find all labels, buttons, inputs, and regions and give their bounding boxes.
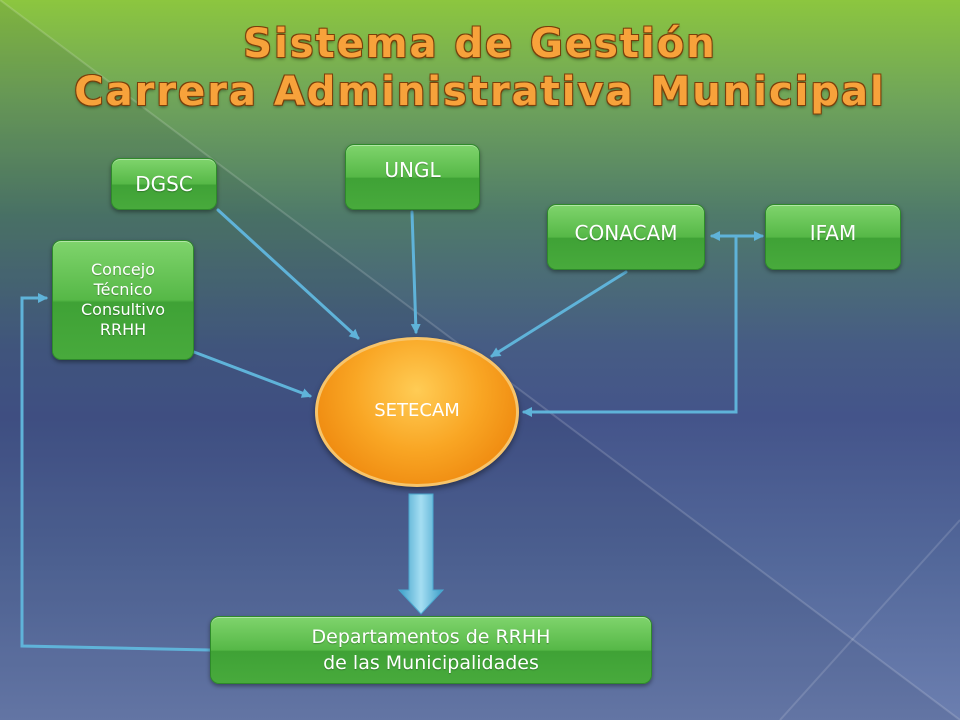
arrow-ifam-setecam [522, 236, 738, 417]
arrow-conacam-setecam [490, 270, 628, 358]
arrow-setecam-departamentos [397, 493, 445, 615]
node-concejo-line-3: Consultivo [81, 300, 165, 319]
node-conacam-label: CONACAM [574, 221, 678, 245]
node-setecam: SETECAM [315, 337, 519, 487]
node-dgsc-label: DGSC [135, 172, 193, 196]
node-concejo-line-2: Técnico [93, 280, 153, 299]
slide-title: Sistema de Gestión Carrera Administrativ… [0, 20, 960, 116]
node-ungl-label: UNGL [384, 158, 441, 182]
node-concejo: Concejo Técnico Consultivo RRHH [52, 240, 194, 360]
arrow-dgsc-setecam [216, 208, 360, 340]
node-concejo-line-1: Concejo [91, 260, 155, 279]
node-ungl: UNGL [345, 144, 480, 210]
title-line-2: Carrera Administrativa Municipal [74, 69, 886, 115]
arrow-ungl-setecam [410, 210, 421, 334]
node-concejo-line-4: RRHH [99, 320, 147, 339]
arrow-concejo-setecam [192, 350, 312, 398]
node-dgsc: DGSC [111, 158, 217, 210]
node-ifam-label: IFAM [809, 221, 857, 245]
node-setecam-label: SETECAM [374, 399, 460, 421]
title-line-1: Sistema de Gestión [243, 21, 717, 67]
node-conacam: CONACAM [547, 204, 705, 270]
node-ifam: IFAM [765, 204, 901, 270]
arrow-departamentos-concejo [20, 293, 212, 652]
node-departamentos-line-2: de las Municipalidades [323, 652, 539, 674]
node-departamentos: Departamentos de RRHH de las Municipalid… [210, 616, 652, 684]
node-departamentos-line-1: Departamentos de RRHH [311, 626, 551, 648]
